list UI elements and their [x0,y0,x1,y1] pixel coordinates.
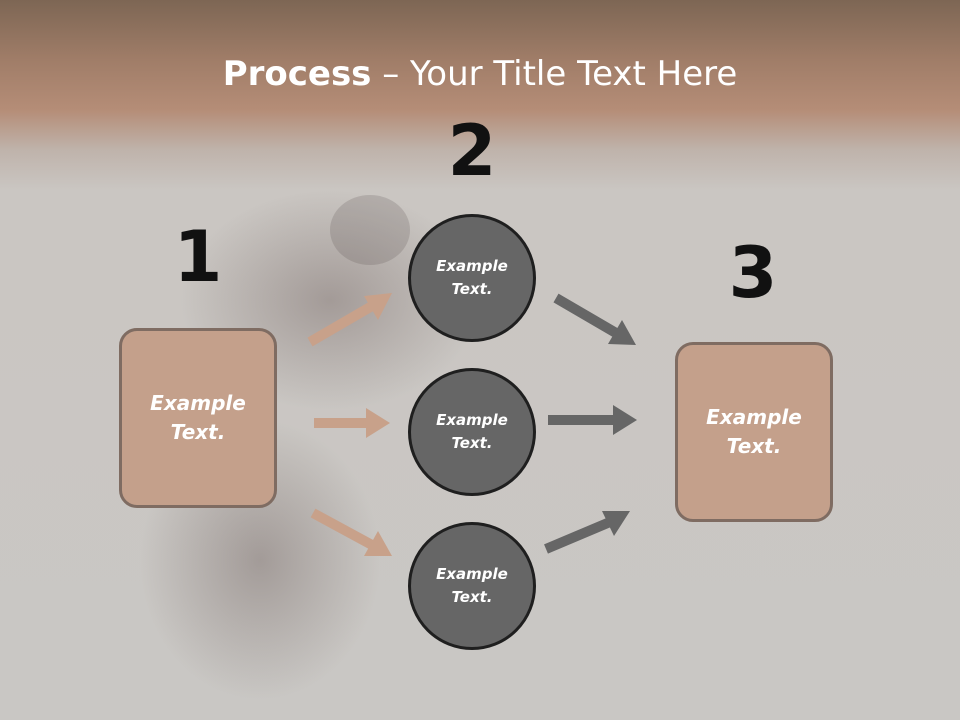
slide-title: Process – Your Title Text Here [0,52,960,96]
arrow-to-top-circle [307,293,392,347]
left-arrows [307,293,392,556]
title-rest: – Your Title Text Here [371,54,738,94]
arrow-from-top-circle [553,293,636,345]
circle-top: Example Text. [408,214,536,342]
step-number-1: 1 [173,216,223,298]
step-number-2: 2 [447,110,497,192]
arrow-to-bottom-circle [310,508,392,556]
circle-middle: Example Text. [408,368,536,496]
left-box: Example Text. [119,328,277,508]
step-number-3: 3 [728,232,778,314]
right-arrows [544,293,637,554]
right-box: Example Text. [675,342,833,522]
arrow-from-bottom-circle [544,511,630,554]
circle-bottom: Example Text. [408,522,536,650]
arrow-to-middle-circle [314,408,390,438]
title-bold: Process [222,54,372,94]
arrow-from-middle-circle [548,405,637,435]
